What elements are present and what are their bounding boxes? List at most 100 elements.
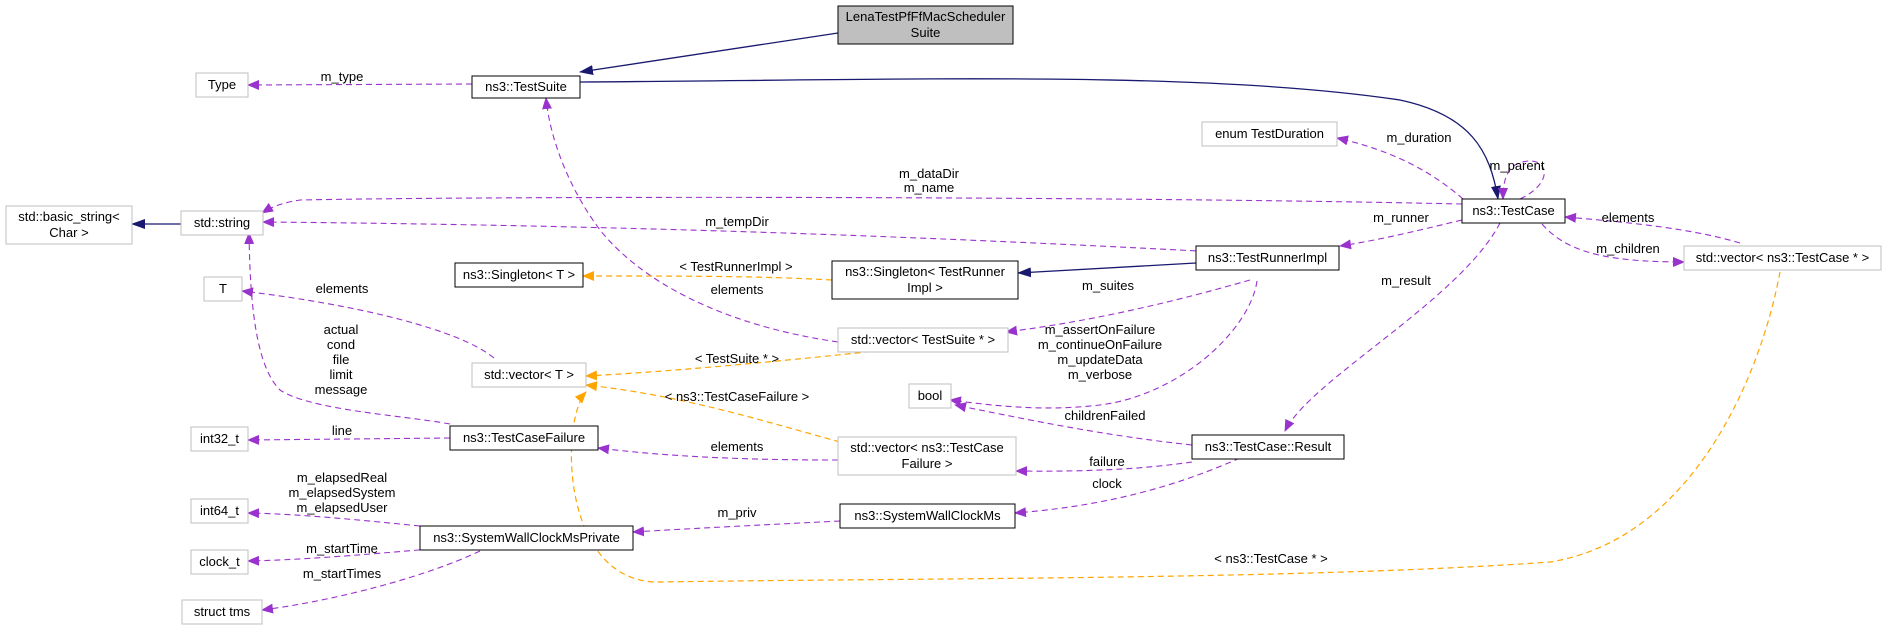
node-type[interactable]: Type (195, 72, 249, 98)
node-clock-t-label: clock_t (199, 554, 240, 569)
label-elements-failure: elements (711, 439, 764, 454)
edge-datadir-name (261, 196, 1463, 214)
node-singleton-t-label: ns3::Singleton< T > (463, 267, 575, 282)
edge-line (247, 434, 451, 445)
edge-children-failed (954, 402, 1193, 446)
label-testcase-template: < ns3::TestCase * > (1214, 551, 1327, 566)
edge-m-runner (1339, 219, 1463, 250)
label-children-failed: childrenFailed (1065, 408, 1146, 423)
label-m-children: m_children (1596, 241, 1660, 256)
node-testsuite[interactable]: ns3::TestSuite (471, 75, 581, 99)
node-struct-tms[interactable]: struct tms (181, 599, 263, 625)
node-int32[interactable]: int32_t (190, 426, 249, 452)
label-elapsed-group-1: m_elapsedReal (297, 470, 387, 485)
node-clock-t[interactable]: clock_t (190, 549, 249, 575)
node-singleton-t[interactable]: ns3::Singleton< T > (454, 262, 584, 288)
node-result[interactable]: ns3::TestCase::Result (1191, 434, 1345, 460)
label-datadir-name-1: m_dataDir (899, 166, 960, 181)
label-elements-testcase: elements (1602, 210, 1655, 225)
label-testsuite-template: < TestSuite * > (695, 351, 779, 366)
node-root-line-2: Suite (911, 25, 941, 40)
node-vector-failure-line-1: std::vector< ns3::TestCase (850, 440, 1004, 455)
node-basic-string-line-2: Char > (49, 225, 88, 240)
node-vector-testsuite[interactable]: std::vector< TestSuite * > (837, 327, 1009, 353)
node-string[interactable]: std::string (180, 210, 264, 236)
node-vector-testsuite-label: std::vector< TestSuite * > (851, 332, 995, 347)
node-testrunnerimpl-label: ns3::TestRunnerImpl (1208, 250, 1327, 265)
edge-m-result (1284, 222, 1501, 432)
node-vector-t-label: std::vector< T > (484, 367, 574, 382)
label-m-suites: m_suites (1082, 278, 1135, 293)
label-bool-group-1: m_assertOnFailure (1045, 322, 1156, 337)
node-result-label: ns3::TestCase::Result (1205, 439, 1332, 454)
node-type-label: Type (208, 77, 236, 92)
label-actual-group-2: cond (327, 337, 355, 352)
label-elements-t: elements (316, 281, 369, 296)
edge-elapsed-group (247, 508, 421, 527)
edge-m-type (247, 79, 473, 90)
node-wallclock[interactable]: ns3::SystemWallClockMs (839, 503, 1016, 529)
label-m-starttimes: m_startTimes (303, 566, 382, 581)
node-vector-testcase-label: std::vector< ns3::TestCase * > (1696, 250, 1869, 265)
edge-elements-suite (542, 97, 839, 343)
label-m-type: m_type (321, 69, 364, 84)
node-int64-label: int64_t (200, 503, 239, 518)
label-m-result: m_result (1381, 273, 1431, 288)
label-m-tempdir: m_tempDir (705, 214, 769, 229)
edge-m-priv (632, 520, 841, 537)
edge-m-starttimes (261, 550, 481, 614)
node-t[interactable]: T (203, 276, 243, 302)
node-testsuite-label: ns3::TestSuite (485, 79, 567, 94)
label-m-starttime: m_startTime (306, 541, 378, 556)
label-m-duration: m_duration (1386, 130, 1451, 145)
edge-m-children (1541, 223, 1685, 267)
edge-elements-testcase (1564, 212, 1741, 244)
node-wallclock-private-label: ns3::SystemWallClockMsPrivate (433, 530, 620, 545)
node-wallclock-private[interactable]: ns3::SystemWallClockMsPrivate (419, 525, 634, 551)
node-enum-testduration[interactable]: enum TestDuration (1201, 121, 1338, 147)
label-elapsed-group-3: m_elapsedUser (296, 500, 388, 515)
label-actual-group-5: message (315, 382, 368, 397)
node-testrunnerimpl[interactable]: ns3::TestRunnerImpl (1195, 245, 1340, 271)
node-struct-tms-label: struct tms (194, 604, 251, 619)
node-vector-failure[interactable]: std::vector< ns3::TestCase Failure > (837, 436, 1017, 476)
label-failure-template: < ns3::TestCaseFailure > (665, 389, 810, 404)
edge-m-starttime (247, 548, 431, 566)
label-m-runner: m_runner (1373, 210, 1429, 225)
node-basic-string[interactable]: std::basic_string< Char > (5, 205, 133, 245)
node-string-label: std::string (194, 215, 250, 230)
node-bool-label: bool (918, 388, 943, 403)
node-int64[interactable]: int64_t (190, 498, 249, 524)
label-actual-group-4: limit (329, 367, 352, 382)
label-elapsed-group-2: m_elapsedSystem (289, 485, 396, 500)
edge-bool-group (949, 280, 1258, 409)
node-enum-testduration-label: enum TestDuration (1215, 126, 1324, 141)
label-datadir-name-2: m_name (904, 180, 955, 195)
node-vector-failure-line-2: Failure > (902, 456, 953, 471)
edge-failure (1015, 461, 1193, 477)
label-elements-suite: elements (711, 282, 764, 297)
label-testrunnerimpl-template: < TestRunnerImpl > (679, 259, 792, 274)
edge-actual-group (244, 232, 451, 425)
node-vector-t[interactable]: std::vector< T > (471, 362, 587, 388)
edge-testcase-template (570, 271, 1781, 583)
label-actual-group-1: actual (324, 322, 359, 337)
edge-m-tempdir (262, 217, 1237, 254)
edge-m-duration (1336, 135, 1464, 200)
node-singleton-runner-line-2: Impl > (907, 280, 943, 295)
label-clock: clock (1092, 476, 1122, 491)
node-singleton-runner[interactable]: ns3::Singleton< TestRunner Impl > (831, 260, 1019, 300)
label-bool-group-3: m_updateData (1057, 352, 1143, 367)
node-testcasefailure[interactable]: ns3::TestCaseFailure (449, 425, 599, 451)
node-basic-string-line-1: std::basic_string< (18, 209, 120, 224)
node-bool[interactable]: bool (908, 383, 952, 409)
label-actual-group-3: file (333, 352, 350, 367)
node-vector-testcase[interactable]: std::vector< ns3::TestCase * > (1683, 245, 1882, 271)
label-line: line (332, 423, 352, 438)
node-singleton-runner-line-1: ns3::Singleton< TestRunner (845, 264, 1006, 279)
label-m-priv: m_priv (717, 505, 757, 520)
edge-root-to-testcase (579, 78, 1501, 200)
node-testcasefailure-label: ns3::TestCaseFailure (463, 430, 585, 445)
node-testcase[interactable]: ns3::TestCase (1461, 198, 1566, 224)
node-root[interactable]: LenaTestPfFfMacScheduler Suite (837, 5, 1014, 45)
